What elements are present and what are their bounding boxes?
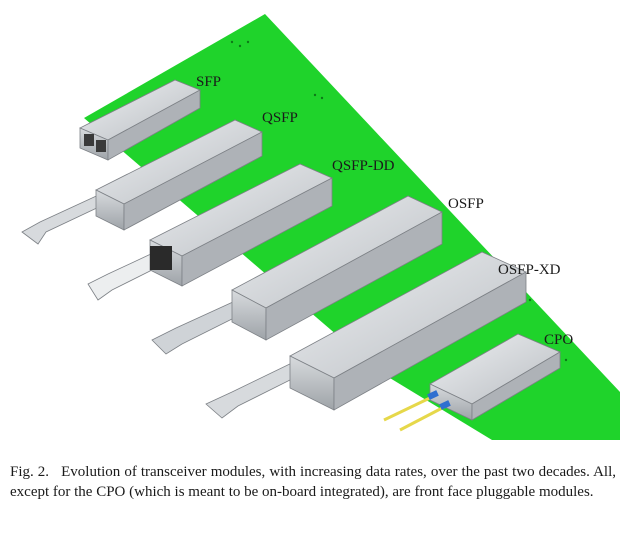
label-osfp: OSFP: [448, 196, 484, 212]
osfp-xd-module: [205, 251, 527, 419]
label-osfp-xd: OSFP-XD: [498, 262, 561, 278]
label-sfp: SFP: [196, 74, 221, 90]
caption-label: Fig. 2.: [10, 464, 50, 480]
label-qsfp: QSFP: [262, 110, 298, 126]
label-cpo: CPO: [544, 332, 573, 348]
transceiver-figure: SFP QSFP QSFP-DD OSFP OSFP-XD CPO: [21, 14, 620, 440]
board-vias: [230, 40, 568, 362]
osfp-module: [151, 195, 443, 355]
cpo-module: [383, 333, 561, 432]
qsfp-module: [21, 119, 263, 245]
qsfp-dd-module: [87, 163, 333, 301]
caption-text: Evolution of transceiver modules, with i…: [10, 464, 617, 500]
label-qsfp-dd: QSFP-DD: [332, 158, 395, 174]
transceiver-illustration: SFP QSFP QSFP-DD OSFP OSFP-XD CPO: [21, 14, 620, 440]
sfp-module: [79, 79, 201, 161]
figure-caption: Fig. 2. Evolution of transceiver modules…: [10, 462, 616, 502]
